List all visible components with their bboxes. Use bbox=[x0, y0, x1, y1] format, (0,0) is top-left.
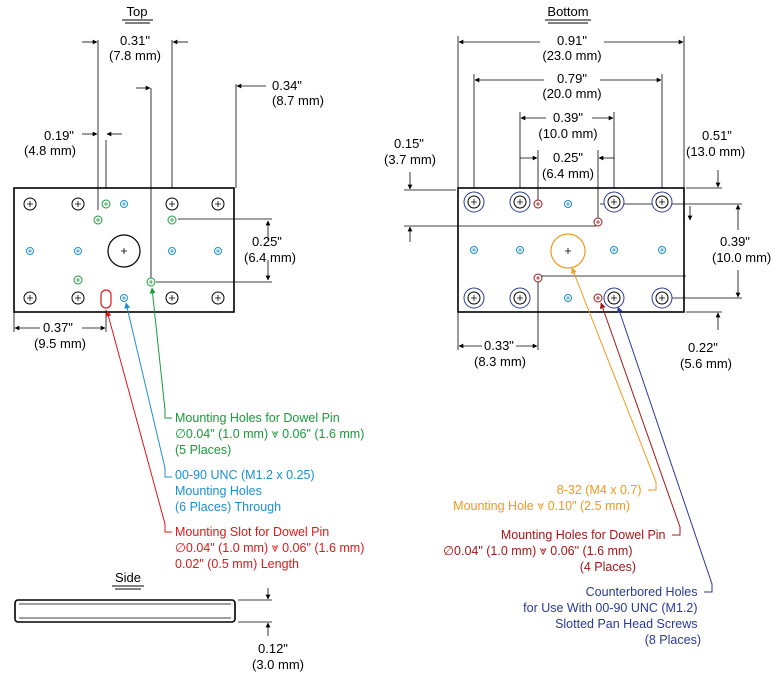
dim-039a-in: 0.39" bbox=[553, 110, 583, 125]
dim-051-mm: (13.0 mm) bbox=[686, 144, 745, 159]
dim-039a-mm: (10.0 mm) bbox=[538, 126, 597, 141]
side-view: Side 0.12" (3.0 mm) bbox=[14, 570, 304, 672]
dim-031-mm: (7.8 mm) bbox=[109, 48, 161, 63]
dim-037-in: 0.37" bbox=[43, 320, 73, 335]
top-through-holes bbox=[23, 197, 225, 305]
callout-unc: 00-90 UNC (M1.2 x 0.25) Mounting Holes (… bbox=[175, 468, 318, 514]
leader-cbore bbox=[616, 306, 713, 593]
leader-dowel-bottom bbox=[599, 302, 681, 536]
dim-012-in: 0.12" bbox=[258, 641, 288, 656]
top-dowel-slot bbox=[100, 289, 112, 309]
dim-022-in: 0.22" bbox=[688, 340, 718, 355]
dim-034-mm: (8.7 mm) bbox=[272, 93, 324, 108]
callout-m4: 8-32 (M4 x 0.7) Mounting Hole ⩔ 0.10" (2… bbox=[453, 483, 645, 513]
top-unc-holes bbox=[26, 200, 222, 302]
dim-051-in: 0.51" bbox=[702, 128, 732, 143]
dim-015-mm: (3.7 mm) bbox=[384, 152, 436, 167]
dim-039b-in: 0.39" bbox=[720, 234, 750, 249]
dim-025-mm: (6.4 mm) bbox=[244, 250, 296, 265]
dim-019-in: 0.19" bbox=[44, 128, 74, 143]
callout-dowel-top: Mounting Holes for Dowel Pin ∅0.04" (1.0… bbox=[175, 411, 368, 457]
leader-dowel-top bbox=[149, 287, 172, 419]
dim-034-in: 0.34" bbox=[272, 78, 302, 93]
dim-019-mm: (4.8 mm) bbox=[24, 143, 76, 158]
side-title: Side bbox=[115, 570, 141, 585]
dim-033-in: 0.33" bbox=[484, 338, 514, 353]
top-view: Top 0.31" (7.8 mm) 0.34" (8.7 mm) 0.19" … bbox=[13, 4, 368, 571]
bottom-view: Bottom 0.91" (23.0 mm) 0.79" (20.0 mm) 0… bbox=[384, 4, 771, 647]
dim-012-mm: (3.0 mm) bbox=[252, 657, 304, 672]
leader-m4 bbox=[571, 267, 657, 491]
dim-039b-mm: (10.0 mm) bbox=[712, 250, 771, 265]
top-title: Top bbox=[127, 4, 148, 19]
dim-025b-in: 0.25" bbox=[553, 150, 583, 165]
dim-091-in: 0.91" bbox=[557, 33, 587, 48]
leader-slot bbox=[105, 310, 172, 533]
dim-031-in: 0.31" bbox=[120, 33, 150, 48]
callout-dowel-bottom: Mounting Holes for Dowel Pin ∅0.04" (1.0… bbox=[443, 528, 669, 574]
dim-025b-mm: (6.4 mm) bbox=[542, 166, 594, 181]
dim-033-mm: (8.3 mm) bbox=[474, 354, 526, 369]
dim-015-in: 0.15" bbox=[394, 136, 424, 151]
callout-cbore: Counterbored Holes for Use With 00-90 UN… bbox=[523, 585, 701, 647]
top-through-hole-crosses bbox=[27, 201, 221, 301]
dim-079-in: 0.79" bbox=[557, 71, 587, 86]
dim-091-mm: (23.0 mm) bbox=[542, 48, 601, 63]
callout-slot: Mounting Slot for Dowel Pin ∅0.04" (1.0 … bbox=[175, 525, 368, 571]
leader-unc bbox=[124, 302, 172, 478]
dim-025-in: 0.25" bbox=[252, 234, 282, 249]
dim-037-mm: (9.5 mm) bbox=[34, 336, 86, 351]
dim-022-mm: (5.6 mm) bbox=[680, 356, 732, 371]
bottom-title: Bottom bbox=[547, 4, 588, 19]
side-plate bbox=[14, 599, 236, 623]
dim-079-mm: (20.0 mm) bbox=[542, 86, 601, 101]
